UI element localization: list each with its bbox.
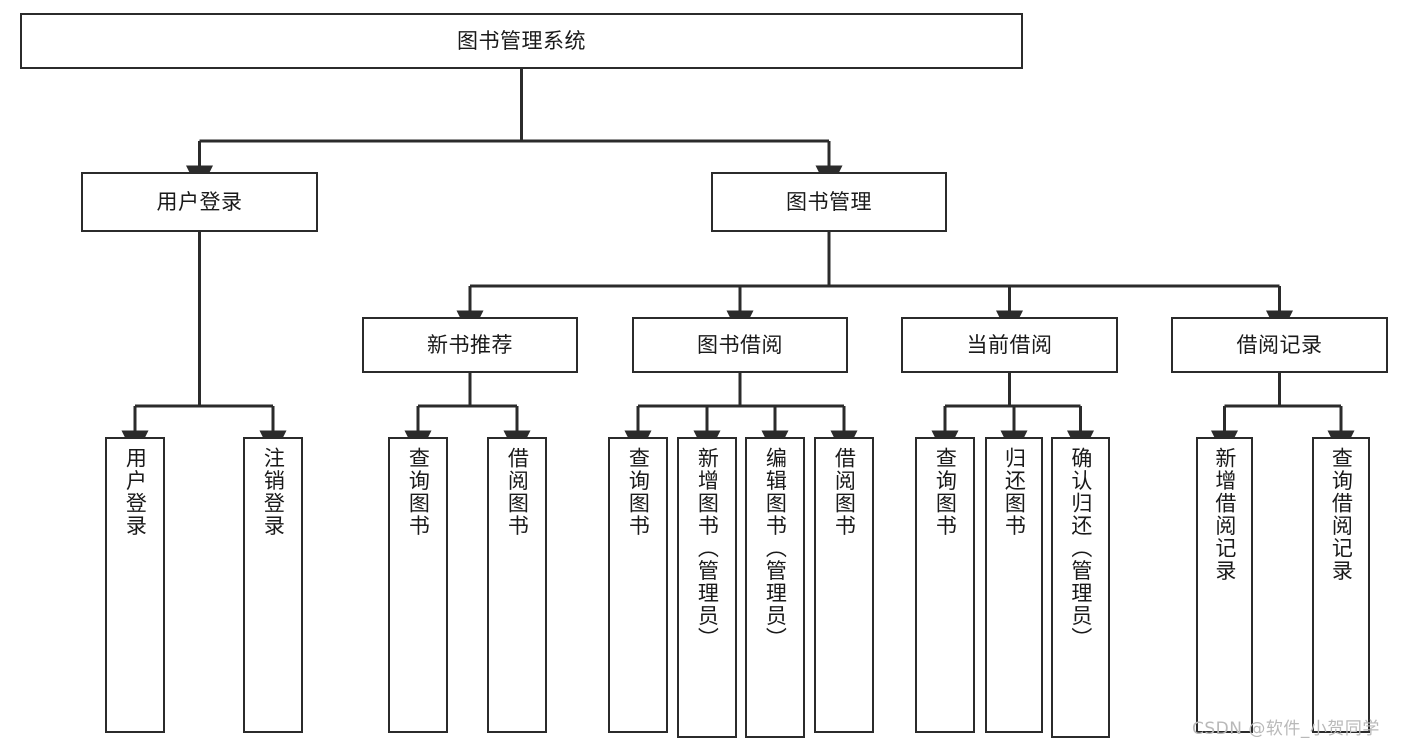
node-leaf-query-book-3[interactable]: 查询图书 bbox=[915, 437, 975, 733]
node-label: 新增图书（管理员） bbox=[695, 447, 720, 650]
csdn-watermark: CSDN @软件_小贺同学 bbox=[1192, 719, 1380, 739]
node-new-book-rec[interactable]: 新书推荐 bbox=[362, 317, 578, 373]
node-label: 图书借阅 bbox=[697, 332, 783, 357]
node-label: 当前借阅 bbox=[966, 332, 1053, 357]
node-leaf-query-book-2[interactable]: 查询图书 bbox=[608, 437, 668, 733]
node-label: 归还图书 bbox=[1002, 447, 1027, 537]
node-label: 查询图书 bbox=[933, 447, 958, 537]
node-label: 新书推荐 bbox=[427, 332, 513, 357]
node-leaf-user-logout[interactable]: 注销登录 bbox=[243, 437, 303, 733]
node-label: 借阅记录 bbox=[1236, 332, 1323, 357]
node-label: 用户登录 bbox=[156, 189, 243, 214]
node-root[interactable]: 图书管理系统 bbox=[20, 13, 1023, 69]
node-leaf-borrow-book-1[interactable]: 借阅图书 bbox=[487, 437, 547, 733]
node-label: 查询借阅记录 bbox=[1329, 447, 1354, 582]
node-user-login[interactable]: 用户登录 bbox=[81, 172, 318, 232]
node-label: 查询图书 bbox=[406, 447, 431, 537]
node-borrow-record[interactable]: 借阅记录 bbox=[1171, 317, 1388, 373]
node-leaf-edit-book[interactable]: 编辑图书（管理员） bbox=[745, 437, 805, 738]
node-label: 查询图书 bbox=[626, 447, 651, 537]
node-leaf-confirm-ret[interactable]: 确认归还（管理员） bbox=[1051, 437, 1110, 738]
node-label: 借阅图书 bbox=[505, 447, 530, 537]
node-leaf-user-login[interactable]: 用户登录 bbox=[105, 437, 165, 733]
node-book-borrow[interactable]: 图书借阅 bbox=[632, 317, 848, 373]
node-label: 图书管理 bbox=[786, 189, 872, 214]
node-current-borrow[interactable]: 当前借阅 bbox=[901, 317, 1118, 373]
node-leaf-add-record[interactable]: 新增借阅记录 bbox=[1196, 437, 1253, 733]
node-leaf-query-book-1[interactable]: 查询图书 bbox=[388, 437, 448, 733]
node-label: 确认归还（管理员） bbox=[1068, 447, 1093, 650]
node-label: 借阅图书 bbox=[832, 447, 857, 537]
node-label: 用户登录 bbox=[123, 447, 148, 537]
node-book-manage[interactable]: 图书管理 bbox=[711, 172, 947, 232]
node-leaf-query-record[interactable]: 查询借阅记录 bbox=[1312, 437, 1370, 733]
node-leaf-return-book[interactable]: 归还图书 bbox=[985, 437, 1043, 733]
node-label: 新增借阅记录 bbox=[1212, 447, 1237, 582]
node-leaf-borrow-book-2[interactable]: 借阅图书 bbox=[814, 437, 874, 733]
node-label: 注销登录 bbox=[261, 447, 286, 537]
node-leaf-add-book[interactable]: 新增图书（管理员） bbox=[677, 437, 737, 738]
node-label: 编辑图书（管理员） bbox=[763, 447, 788, 650]
node-label: 图书管理系统 bbox=[457, 28, 586, 53]
